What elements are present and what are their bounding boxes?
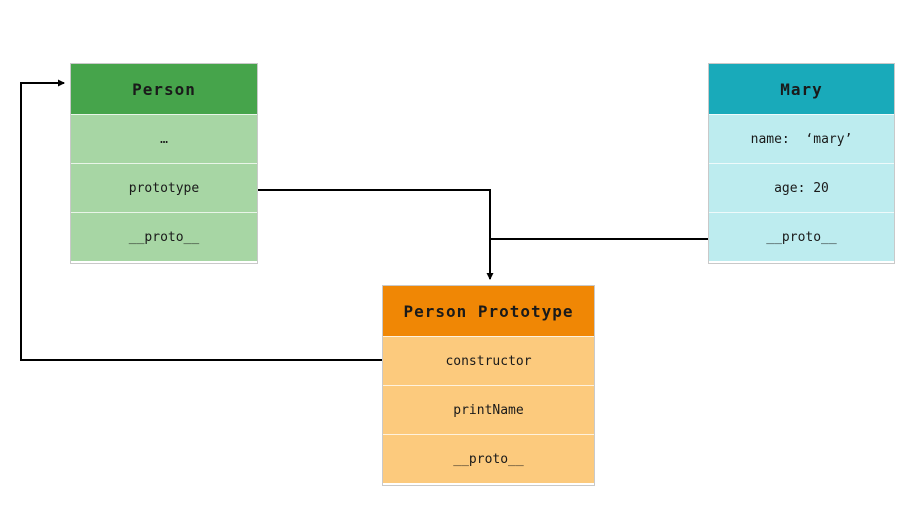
person-prototype-box-title: Person Prototype — [383, 286, 594, 336]
person-row-prototype: prototype — [71, 163, 257, 212]
person-row-ellipsis: … — [71, 114, 257, 163]
prototype-row-proto: __proto__ — [383, 434, 594, 483]
mary-row-proto: __proto__ — [709, 212, 894, 261]
edge-constructor-to-person-box — [20, 79, 382, 361]
mary-box-title: Mary — [709, 64, 894, 114]
mary-row-age: age: 20 — [709, 163, 894, 212]
mary-row-name: name: ‘mary’ — [709, 114, 894, 163]
person-box: Person … prototype __proto__ — [70, 63, 258, 264]
person-prototype-box: Person Prototype constructor printName _… — [382, 285, 595, 486]
edge-person-prototype-to-prototype-box — [258, 189, 494, 280]
person-box-title: Person — [71, 64, 257, 114]
person-row-proto: __proto__ — [71, 212, 257, 261]
prototype-row-printname: printName — [383, 385, 594, 434]
prototype-row-constructor: constructor — [383, 336, 594, 385]
mary-box: Mary name: ‘mary’ age: 20 __proto__ — [708, 63, 895, 264]
